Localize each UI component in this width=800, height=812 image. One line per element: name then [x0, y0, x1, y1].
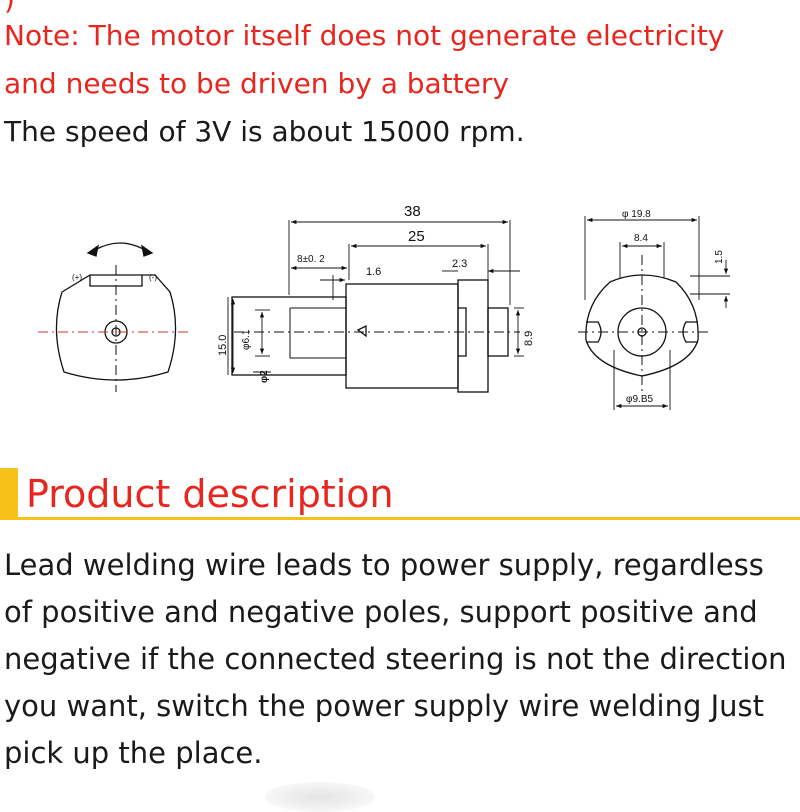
description-line: pick up the place.: [4, 736, 263, 770]
dim-height-15: 15.0: [217, 335, 229, 356]
dim-phi-2: φ2: [259, 370, 270, 383]
product-description-text: Lead welding wire leads to power supply,…: [4, 542, 796, 777]
note-line-2: and needs to be driven by a battery: [4, 67, 509, 100]
section-title: Product description: [26, 472, 394, 516]
description-line: you want, switch the power supply wire w…: [4, 689, 765, 723]
dim-shaft-8: 8±0. 2: [297, 254, 325, 265]
cropped-heading-fragment: ): [4, 0, 15, 14]
dim-8-4: 8.4: [634, 233, 648, 244]
section-underline: [0, 517, 800, 520]
motor-dimension-drawing: (+) (-): [38, 203, 730, 410]
note-line-1: Note: The motor itself does not generate…: [4, 19, 725, 52]
plus-terminal-label: (+): [72, 273, 82, 282]
dim-8-9: 8.9: [523, 331, 535, 346]
dim-2-3: 2.3: [452, 258, 467, 270]
dim-length-38: 38: [404, 203, 421, 220]
minus-terminal-label: (-): [149, 273, 157, 282]
dim-phi-6-1: φ6.1: [241, 329, 252, 350]
section-header: Product description: [0, 466, 800, 522]
end-view-right: [578, 255, 712, 395]
side-view-dimension-lines: [227, 219, 524, 375]
side-view-body: [231, 279, 520, 393]
dim-phi-19-8: φ 19.8: [622, 209, 651, 220]
dim-1-5: 1.5: [714, 250, 725, 264]
description-line: of positive and negative poles, support …: [4, 595, 758, 629]
dim-length-25: 25: [408, 228, 425, 245]
dim-1-6: 1.6: [366, 266, 381, 278]
right-view-dimension-lines: [584, 216, 730, 410]
dim-phi-9-85: φ9.B5: [626, 394, 653, 405]
product-image-edge: [265, 782, 375, 812]
description-line: Lead welding wire leads to power supply,…: [4, 548, 764, 582]
end-view-left: [38, 242, 192, 392]
description-line: negative if the connected steering is no…: [4, 642, 787, 676]
section-accent-bar: [0, 468, 18, 518]
speed-spec: The speed of 3V is about 15000 rpm.: [4, 115, 525, 148]
